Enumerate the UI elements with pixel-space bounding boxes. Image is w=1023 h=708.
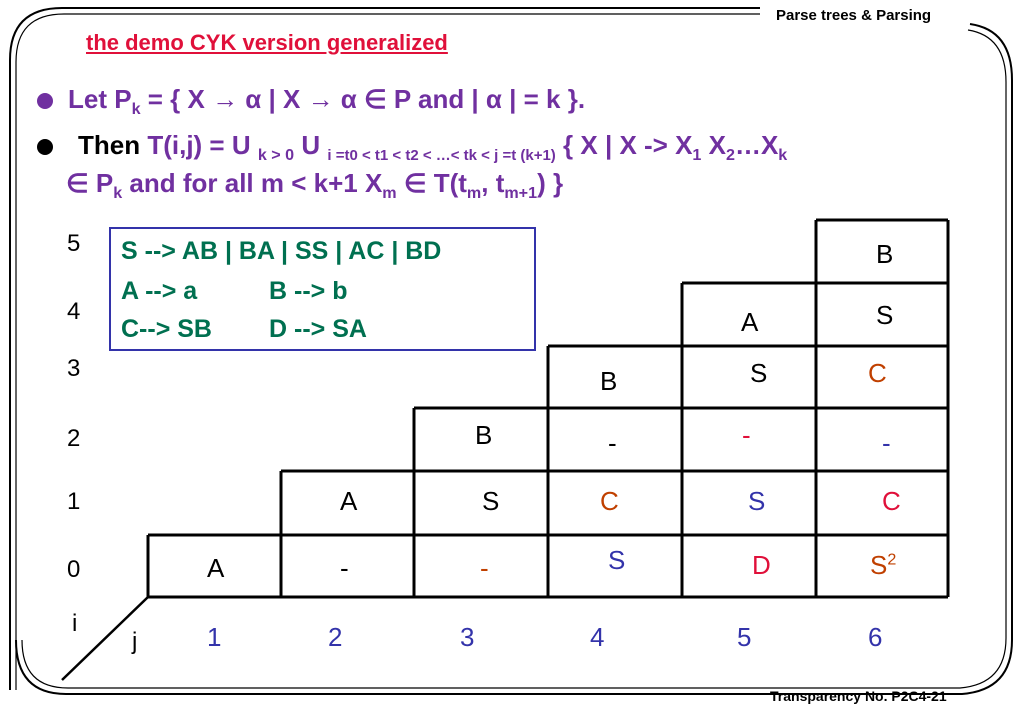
cell-r5-c6: B <box>876 239 894 269</box>
cell-r1-c5: S <box>748 486 766 516</box>
slide-border-bottom-left <box>15 639 760 695</box>
row-label-2: 2 <box>67 425 81 452</box>
row-label-4: 4 <box>67 298 81 325</box>
grammar-rule-b: B --> b <box>269 277 348 305</box>
slide-border-bottom-left-inner <box>21 639 760 689</box>
cell-r0-c4: S <box>608 545 626 575</box>
j-label: j <box>132 628 138 655</box>
cell-r4-c5: A <box>741 307 759 337</box>
row-label-0: 0 <box>67 556 81 583</box>
cell-r1-c2: A <box>340 486 358 516</box>
row-label-5: 5 <box>67 230 81 257</box>
row-label-1: 1 <box>67 488 81 515</box>
col-label-6: 6 <box>868 622 883 652</box>
cell-r1-c3: S <box>482 486 500 516</box>
grammar-box: S --> AB | BA | SS | AC | BD A --> a B -… <box>109 227 536 351</box>
cell-r0-c3: - <box>480 553 489 583</box>
header-topic: Parse trees & Parsing <box>776 7 932 24</box>
slide-border-right-inner <box>760 29 1007 689</box>
grammar-rule-s: S --> AB | BA | SS | AC | BD <box>121 237 442 265</box>
cell-r2-c5: - <box>742 420 751 450</box>
col-label-3: 3 <box>460 622 475 652</box>
grammar-rule-c: C--> SB <box>121 315 212 343</box>
cell-r3-c6: C <box>868 358 887 388</box>
i-label: i <box>72 610 78 637</box>
cell-r1-c6: C <box>882 486 901 516</box>
cell-r2-c6: - <box>882 428 891 458</box>
bullet-2: Then T(i,j) = U k > 0 U i =t0 < t1 < t2 … <box>78 130 788 165</box>
slide-border-right <box>760 23 1013 695</box>
cell-r0-c5: D <box>752 550 771 580</box>
footer-transparency: Transparency No. P2C4-21 <box>770 688 947 704</box>
cell-r0-c2: - <box>340 553 349 583</box>
bullet-1: Let Pk = { X → α | X → α ∈ P and | α | =… <box>68 84 586 119</box>
cyk-grid <box>146 218 950 599</box>
cell-r3-c4: B <box>600 366 618 396</box>
slide-title: the demo CYK version generalized <box>86 30 448 55</box>
cell-r0-c6: S2 <box>870 550 897 580</box>
col-label-4: 4 <box>590 622 605 652</box>
slide-border-inner <box>15 13 760 690</box>
col-label-2: 2 <box>328 622 343 652</box>
cell-r3-c5: S <box>750 358 768 388</box>
slide-border <box>9 7 760 690</box>
col-label-5: 5 <box>737 622 752 652</box>
diagonal-axis <box>61 596 149 681</box>
col-label-1: 1 <box>207 622 222 652</box>
cell-r0-c1: A <box>207 553 225 583</box>
cell-r2-c3: B <box>475 420 493 450</box>
bullet-dot <box>37 93 53 109</box>
cell-r2-c4: - <box>608 428 617 458</box>
grammar-rule-a: A --> a <box>121 277 198 305</box>
row-label-3: 3 <box>67 355 81 382</box>
bullet-2-line-2: ∈ Pk and for all m < k+1 Xm ∈ T(tm, tm+1… <box>66 168 564 203</box>
cell-r4-c6: S <box>876 300 894 330</box>
cell-r1-c4: C <box>600 486 619 516</box>
bullet-dot <box>37 139 53 155</box>
grammar-rule-d: D --> SA <box>269 315 367 343</box>
